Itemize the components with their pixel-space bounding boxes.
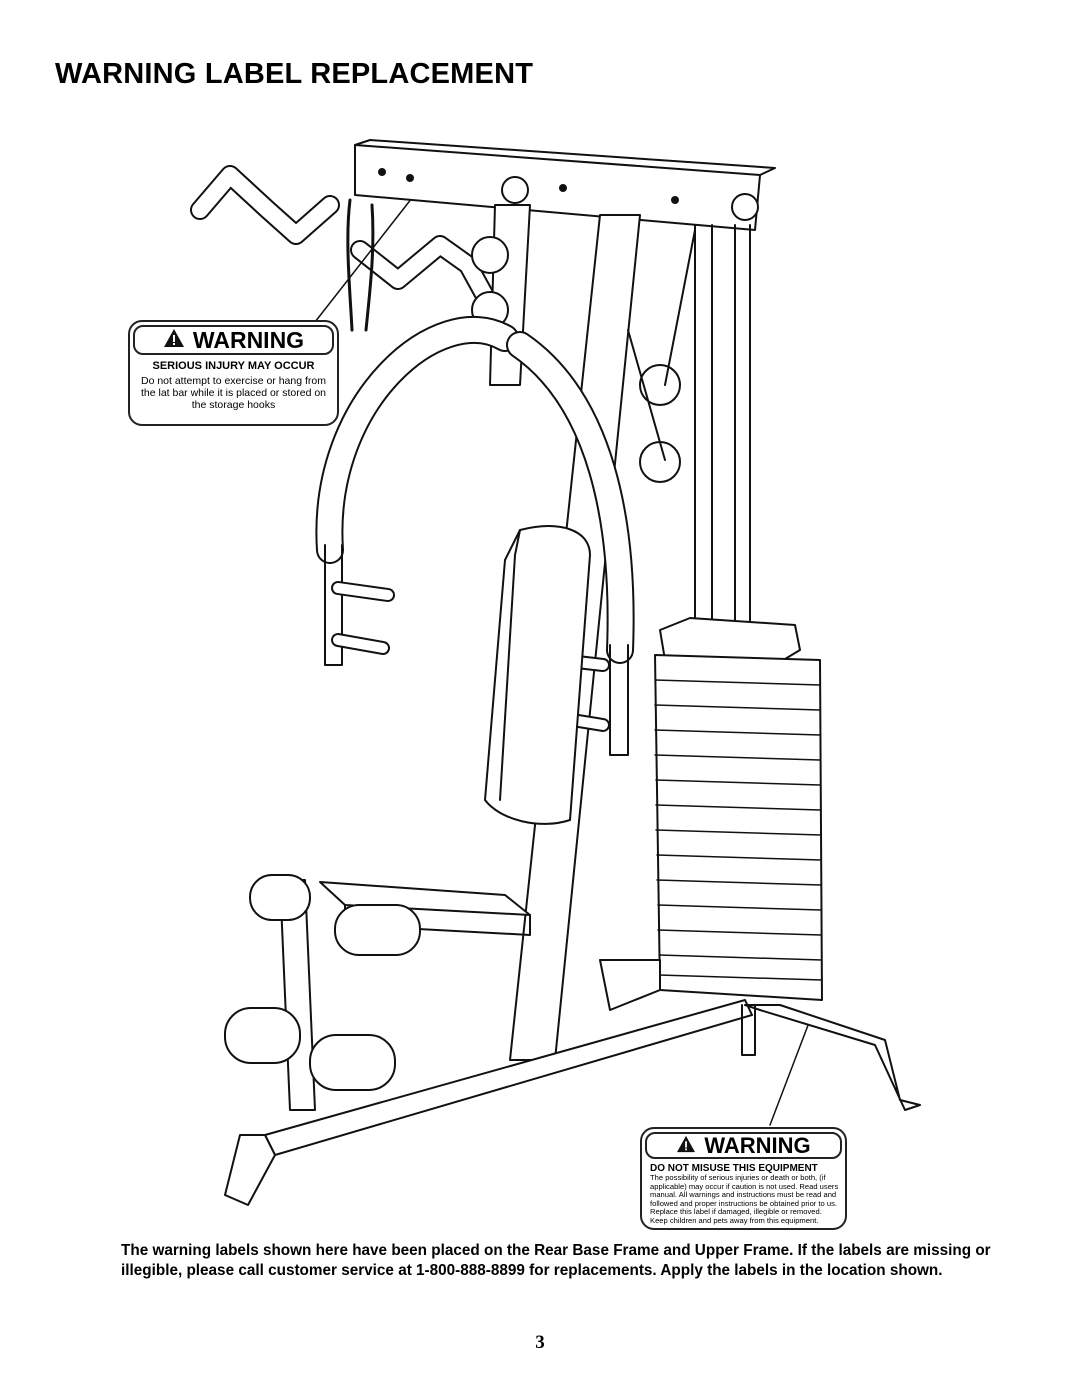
warning-label-body: The possibility of serious injuries or d… [650,1173,839,1225]
base-frame-warning-label: WARNING DO NOT MISUSE THIS EQUIPMENT The… [640,1127,847,1230]
page-number: 3 [535,1332,545,1353]
page-title: WARNING LABEL REPLACEMENT [55,58,534,90]
warning-label-header: WARNING [645,1132,842,1159]
warning-label-subheading: DO NOT MISUSE THIS EQUIPMENT [650,1163,818,1174]
lat-bar-warning-label: WARNING SERIOUS INJURY MAY OCCUR Do not … [128,320,339,426]
warning-label-body: Do not attempt to exercise or hang from … [140,375,327,412]
instructions-paragraph: The warning labels shown here have been … [121,1242,991,1280]
warning-label-heading: WARNING [192,326,305,353]
warning-label-subheading: SERIOUS INJURY MAY OCCUR [152,360,315,372]
warning-label-heading: WARNING [704,1132,811,1158]
warning-label-header: WARNING [133,325,334,355]
warning-triangle-icon [676,1133,696,1159]
warning-triangle-icon [163,327,185,354]
